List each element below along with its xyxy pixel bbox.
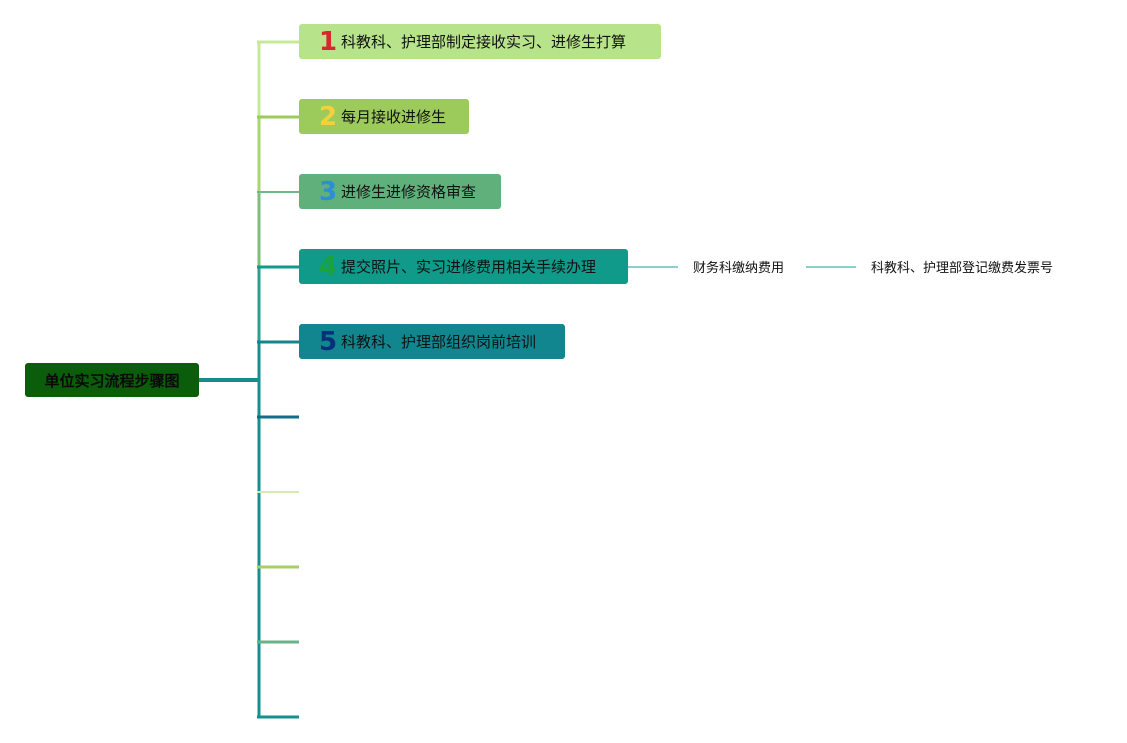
step-node-3[interactable]: 3 进修生进修资格审查 (299, 174, 501, 209)
step-label-2: 每月接收进修生 (341, 108, 447, 126)
step-node-2[interactable]: 2 每月接收进修生 (299, 99, 469, 134)
step-node-5[interactable]: 5 科教科、护理部组织岗前培训 (299, 324, 565, 359)
step-label-5: 科教科、护理部组织岗前培训 (341, 333, 537, 351)
step4-child-finance[interactable]: 财务科缴纳费用 (693, 261, 785, 276)
step-label-4: 提交照片、实习进修费用相关手续办理 (341, 258, 597, 276)
step-label-3: 进修生进修资格审查 (341, 183, 477, 201)
step-number-2: 2 (318, 101, 338, 132)
step-number-5: 5 (318, 326, 338, 357)
step-number-1: 1 (318, 26, 338, 57)
step-node-1[interactable]: 1 科教科、护理部制定接收实习、进修生打算 (299, 24, 661, 59)
step4-child-register[interactable]: 科教科、护理部登记缴费发票号 (871, 261, 1054, 276)
step-node-4[interactable]: 4 提交照片、实习进修费用相关手续办理 (299, 249, 628, 284)
step-number-3: 3 (318, 176, 338, 207)
step-label-1: 科教科、护理部制定接收实习、进修生打算 (341, 33, 627, 51)
root-node[interactable]: 单位实习流程步骤图 (25, 363, 199, 397)
step-number-4: 4 (318, 251, 338, 282)
root-label: 单位实习流程步骤图 (44, 371, 180, 390)
